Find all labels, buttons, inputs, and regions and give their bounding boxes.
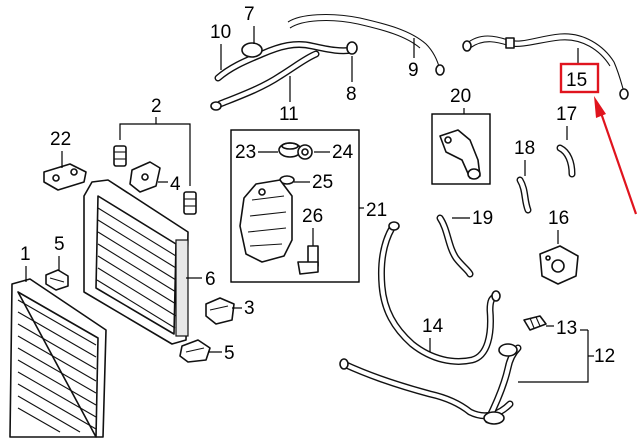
- coolant-reservoir-part: [239, 179, 293, 263]
- sensor-13-part: [523, 315, 547, 331]
- upper-coolant-pipe-part: [210, 14, 445, 111]
- bracket-22-part: [43, 163, 87, 191]
- callout-17: 17: [556, 104, 577, 125]
- water-pump-16-part: [539, 245, 579, 285]
- callout-20: 20: [450, 86, 471, 107]
- callout-4: 4: [170, 174, 181, 195]
- leader-12: [518, 330, 589, 383]
- callout-23: 23: [235, 142, 256, 163]
- callout-26: 26: [302, 206, 323, 227]
- callout-7: 7: [244, 4, 255, 25]
- callout-14: 14: [422, 316, 444, 337]
- mount-bracket-lower-part: [179, 339, 211, 363]
- callout-24: 24: [332, 142, 354, 163]
- hose-18-part: [516, 176, 532, 214]
- leader-2: [119, 123, 191, 186]
- lower-coolant-hose-14-part: [378, 221, 501, 365]
- callout-8: 8: [346, 84, 357, 105]
- callout-3: 3: [244, 298, 255, 319]
- hose-17-part: [556, 144, 576, 178]
- rubber-mount-right-part: [183, 191, 197, 215]
- bracket-3-part: [205, 297, 235, 325]
- level-sensor-part: [297, 245, 319, 275]
- callout-10: 10: [210, 22, 231, 43]
- mount-bracket-upper-part: [45, 269, 69, 291]
- rubber-mount-left-part: [113, 145, 127, 167]
- callout-1: 1: [20, 244, 31, 265]
- reservoir-box: [230, 129, 360, 283]
- callout-18: 18: [514, 138, 535, 159]
- bracket-4-part: [129, 161, 161, 193]
- callout-5-upper: 5: [54, 234, 65, 255]
- callout-15: 15: [566, 70, 587, 91]
- highlight-arrow: [594, 96, 638, 215]
- callout-6: 6: [205, 269, 216, 290]
- callout-22: 22: [50, 129, 71, 150]
- callout-15-highlight-box: [559, 62, 600, 94]
- thermostat-housing-part: [439, 129, 481, 180]
- callout-13: 13: [556, 318, 577, 339]
- condenser-part: [83, 179, 189, 345]
- callout-2: 2: [151, 96, 162, 117]
- hose-19-part: [436, 214, 474, 278]
- thermostat-housing-box: [431, 113, 491, 185]
- callout-21: 21: [366, 200, 387, 221]
- callout-9: 9: [408, 60, 419, 81]
- coolant-hose-15-part: [462, 33, 629, 100]
- callout-19: 19: [472, 208, 493, 229]
- callout-12: 12: [594, 346, 615, 367]
- callout-5-lower: 5: [224, 343, 235, 364]
- callout-25: 25: [312, 172, 333, 193]
- radiator-part: [9, 278, 107, 438]
- lower-pipe-12-part: [339, 343, 522, 425]
- callout-11: 11: [279, 104, 299, 125]
- reservoir-plug-part: [297, 144, 313, 160]
- callout-16: 16: [548, 208, 569, 229]
